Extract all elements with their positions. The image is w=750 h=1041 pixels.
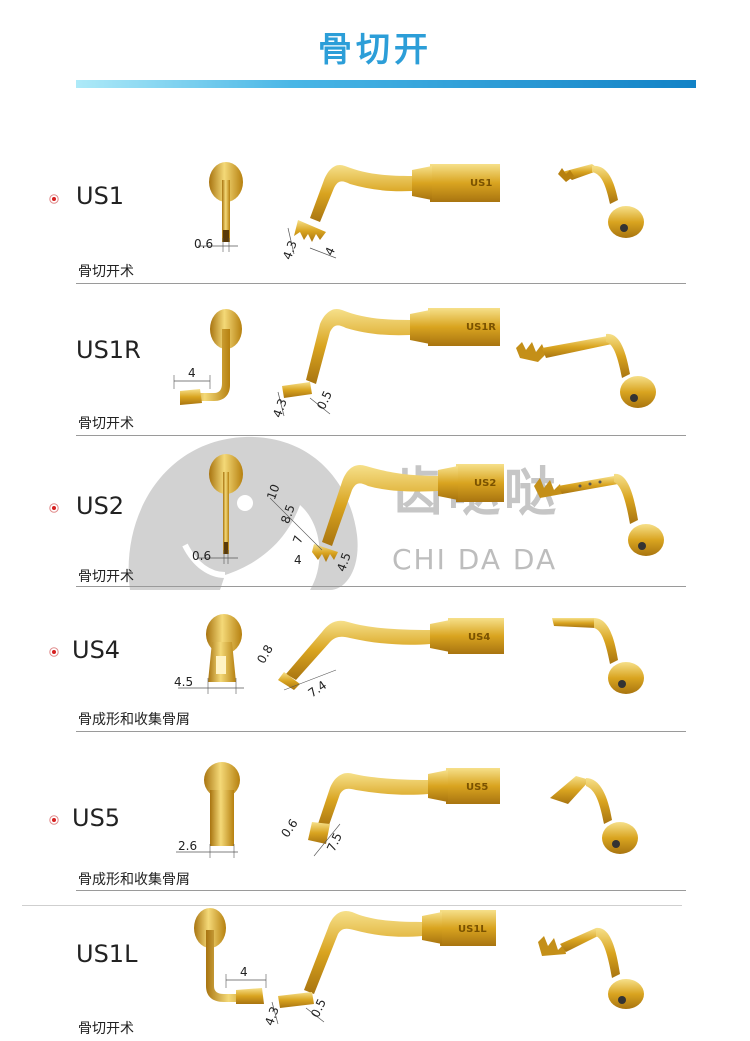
dim-thickness: 0.6 bbox=[192, 549, 211, 563]
tip-description: 骨切开术 bbox=[78, 1021, 134, 1037]
row-divider-top bbox=[22, 905, 682, 906]
tip-description: 骨切开术 bbox=[78, 264, 134, 280]
tip-code: US1L bbox=[76, 940, 138, 968]
tip-description: 骨成形和收集骨屑 bbox=[78, 872, 190, 888]
tip-3d-view bbox=[534, 473, 664, 556]
tip-engraving: US2 bbox=[474, 478, 496, 489]
tip-code: US4 bbox=[72, 636, 121, 664]
dim-height: 4.3 bbox=[262, 1005, 282, 1028]
tip-side-view: US5 0.6 7.5 bbox=[278, 768, 500, 857]
tip-side-view: US1R 4.3 0.5 bbox=[270, 308, 500, 420]
dim-width: 4 bbox=[188, 366, 196, 380]
watermark-elephant-logo bbox=[128, 436, 358, 590]
tip-side-view: US2 10 8.5 7 4 4.5 bbox=[264, 464, 504, 574]
tip-description: 骨成形和收集骨屑 bbox=[78, 712, 190, 728]
tip-code: US5 bbox=[72, 804, 121, 832]
row-divider bbox=[76, 586, 686, 587]
tip-front-view: 0.6 bbox=[192, 454, 243, 564]
row-divider bbox=[76, 283, 686, 284]
page-title: 骨切开 bbox=[318, 30, 432, 70]
tip-description: 骨切开术 bbox=[78, 569, 134, 585]
bullet-icon bbox=[49, 815, 59, 825]
tip-engraving: US1R bbox=[466, 322, 496, 333]
tip-engraving: US4 bbox=[468, 632, 490, 643]
tip-description: 骨切开术 bbox=[78, 416, 134, 432]
dim-width: 4 bbox=[240, 965, 248, 979]
tip-side-view: US1 4.3 4 bbox=[280, 164, 500, 262]
dim-height: 4 bbox=[322, 245, 338, 258]
dim-length-7: 7 bbox=[290, 534, 306, 546]
dim-height: 4.3 bbox=[270, 397, 290, 420]
tip-3d-view bbox=[516, 333, 656, 408]
tip-engraving: US5 bbox=[466, 782, 488, 793]
dim-width: 4 bbox=[294, 553, 302, 567]
bullet-icon bbox=[49, 647, 59, 657]
dim-thickness: 0.6 bbox=[194, 237, 213, 251]
tip-code: US1 bbox=[76, 182, 125, 210]
dim-width: 4.5 bbox=[174, 675, 193, 689]
bullet-icon bbox=[49, 194, 59, 204]
tip-3d-view bbox=[558, 164, 644, 238]
tip-front-view: 4 bbox=[194, 908, 267, 1004]
row-divider bbox=[76, 890, 686, 891]
tip-code: US1R bbox=[76, 336, 141, 364]
dim-length-8-5: 8.5 bbox=[278, 503, 298, 526]
tip-front-view: 4 bbox=[173, 309, 242, 405]
tip-side-view: US1L 4.3 0.5 bbox=[262, 910, 496, 1028]
tip-engraving: US1L bbox=[458, 924, 487, 935]
dim-thickness: 0.8 bbox=[254, 642, 276, 666]
dim-height: 4.5 bbox=[334, 551, 354, 574]
row-divider bbox=[76, 435, 686, 436]
tip-front-view: 2.6 bbox=[176, 762, 240, 858]
watermark-text-en: CHI DA DA bbox=[392, 543, 558, 576]
tip-3d-view bbox=[550, 776, 638, 854]
tip-side-view: US4 0.8 7.4 bbox=[254, 618, 504, 700]
dim-thickness: 0.5 bbox=[314, 389, 335, 412]
tip-code: US2 bbox=[76, 492, 125, 520]
dim-length-10: 10 bbox=[264, 482, 282, 501]
title-divider bbox=[76, 80, 696, 88]
tip-front-view: 0.6 bbox=[194, 162, 243, 252]
row-divider bbox=[76, 731, 686, 732]
dim-length: 7.4 bbox=[306, 678, 330, 700]
bullet-icon bbox=[49, 503, 59, 513]
tip-engraving: US1 bbox=[470, 178, 492, 189]
dim-width: 2.6 bbox=[178, 839, 197, 853]
tip-front-view: 4.5 bbox=[174, 614, 244, 694]
tip-3d-view bbox=[552, 618, 644, 694]
dim-width: 4.3 bbox=[280, 239, 300, 262]
tip-3d-view bbox=[538, 927, 644, 1009]
dim-thickness: 0.6 bbox=[278, 816, 300, 840]
